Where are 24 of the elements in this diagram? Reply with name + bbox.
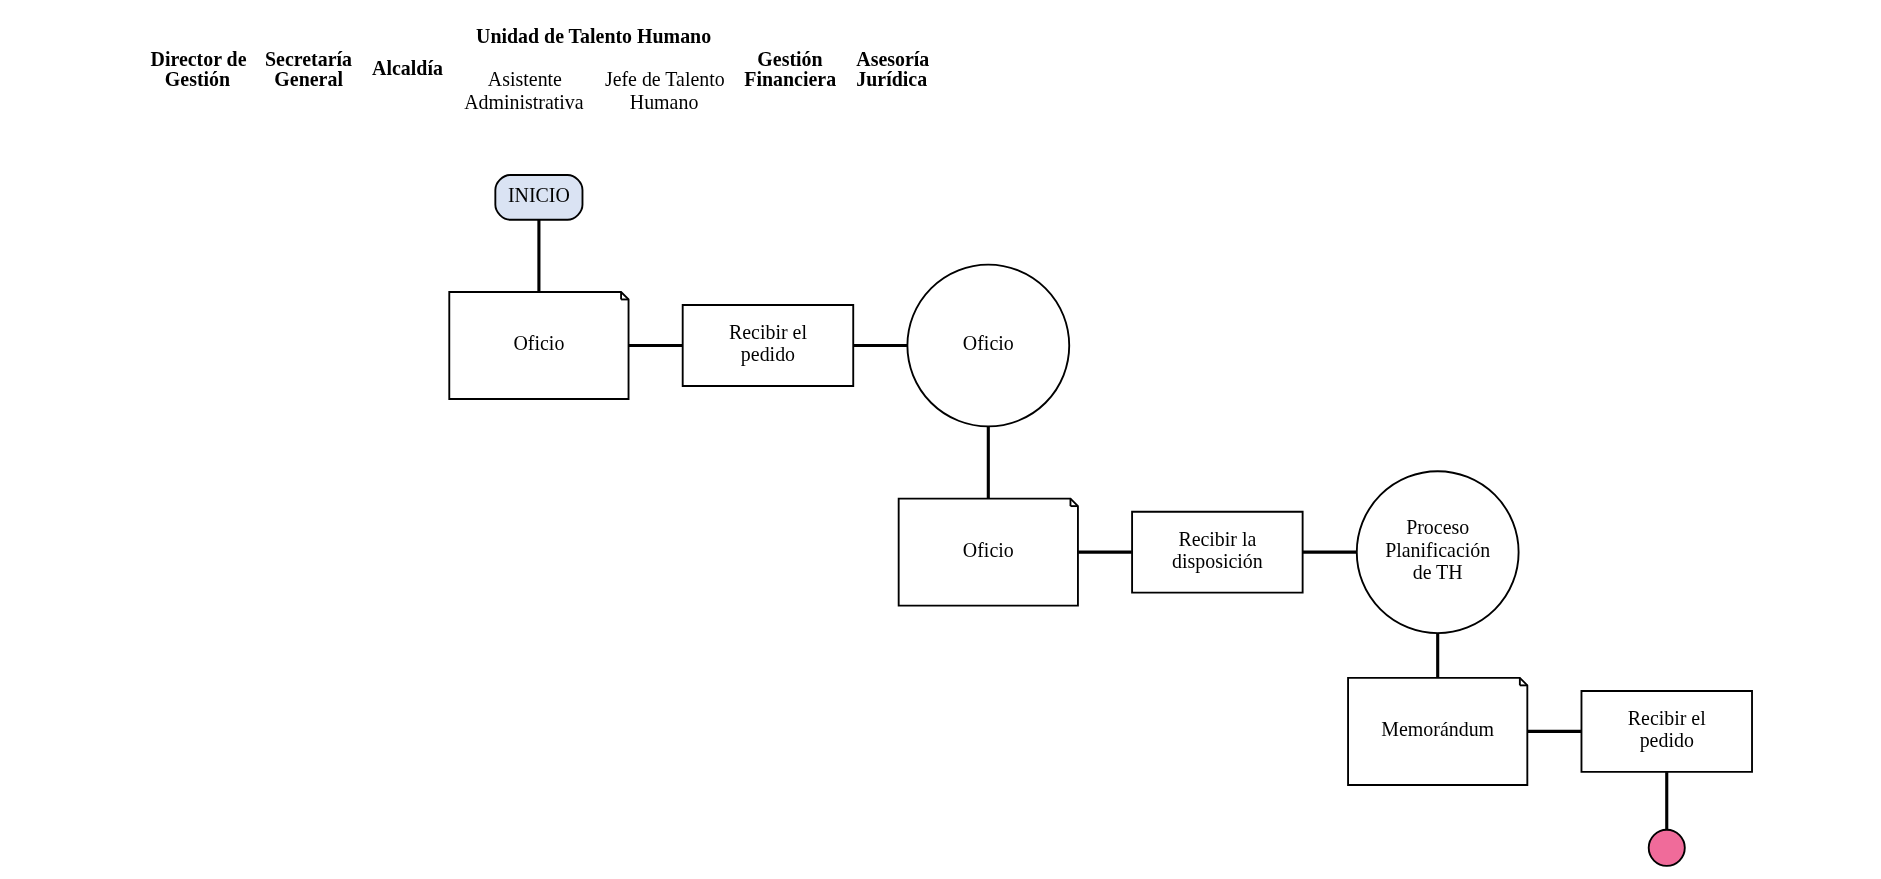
- node-box: Recibir la disposición: [1130, 510, 1304, 594]
- label: Jefe de Talento Humano: [604, 68, 725, 113]
- connector: [628, 343, 682, 348]
- label: Director de Gestión: [150, 48, 247, 91]
- connector: [1435, 633, 1439, 678]
- node-box: INICIO: [493, 174, 583, 221]
- node-circle: Proceso Planificación de TH: [1355, 470, 1520, 634]
- connector: [1077, 550, 1132, 554]
- connector: [1664, 772, 1668, 830]
- label: Asistente Administrativa: [463, 68, 584, 113]
- label: Gestión Financiera: [743, 48, 836, 91]
- connector: [986, 426, 990, 499]
- connector: [1527, 729, 1581, 733]
- label: Unidad de Talento Humano: [475, 24, 711, 47]
- node-circle: [1647, 828, 1686, 867]
- label: Asesoría Jurídica: [855, 48, 929, 91]
- label: Secretaría General: [264, 48, 352, 91]
- connector: [852, 343, 907, 348]
- connector: [536, 219, 540, 292]
- connector: [1302, 550, 1357, 554]
- node-circle: Oficio: [905, 263, 1070, 428]
- node-box: Recibir el pedido: [1580, 690, 1753, 773]
- node-box: Recibir el pedido: [681, 304, 854, 387]
- label: Alcaldía: [371, 57, 443, 80]
